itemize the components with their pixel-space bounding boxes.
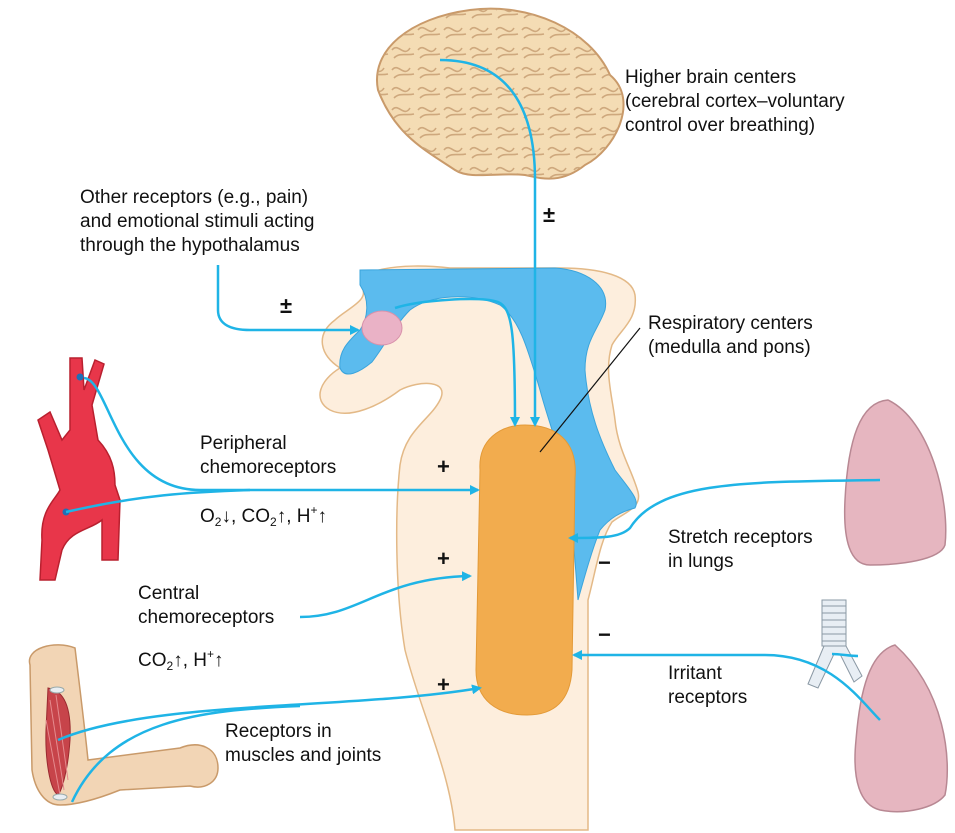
irritant-line-1: Irritant xyxy=(668,662,747,686)
h-ion-superscript: + xyxy=(207,647,214,661)
h-ion-superscript: + xyxy=(311,503,318,517)
central-stimuli-label: CO2↑, H+↑ xyxy=(138,642,223,678)
higher-brain-label: Higher brain centers (cerebral cortex–vo… xyxy=(625,66,845,138)
o2-text: O xyxy=(200,506,215,527)
h-ion-text: , H xyxy=(183,650,207,671)
up-arrow-icon: ↑ xyxy=(277,506,287,527)
h-ion-text: , H xyxy=(286,506,310,527)
peripheral-label: Peripheral chemoreceptors xyxy=(200,432,336,480)
hypothalamus-sign: ± xyxy=(280,295,292,317)
other-receptors-line-1: Other receptors (e.g., pain) xyxy=(80,186,314,210)
respiratory-centers-line-2: (medulla and pons) xyxy=(648,336,813,360)
aorta-illustration xyxy=(38,358,120,580)
lungs-lower-illustration xyxy=(855,645,947,812)
central-line-1: Central xyxy=(138,582,274,606)
other-receptors-line-3: through the hypothalamus xyxy=(80,234,314,258)
trachea-illustration xyxy=(808,600,862,688)
peripheral-line-1: Peripheral xyxy=(200,432,336,456)
stretch-line-2: in lungs xyxy=(668,550,813,574)
central-line-2: chemoreceptors xyxy=(138,606,274,630)
brain-illustration xyxy=(377,9,624,179)
irritant-line-2: receptors xyxy=(668,686,747,710)
stretch-line-1: Stretch receptors xyxy=(668,526,813,550)
up-arrow-icon: ↑ xyxy=(214,650,224,671)
other-receptors-line-2: and emotional stimuli acting xyxy=(80,210,314,234)
irritant-pathway-trachea xyxy=(832,654,858,656)
peripheral-sign: + xyxy=(437,456,450,478)
higher-brain-line-3: control over breathing) xyxy=(625,114,845,138)
muscles-line-1: Receptors in xyxy=(225,720,381,744)
central-label: Central chemoreceptors xyxy=(138,582,274,630)
peripheral-line-2: chemoreceptors xyxy=(200,456,336,480)
central-sign: + xyxy=(437,548,450,570)
co2-subscript: 2 xyxy=(270,515,277,529)
up-arrow-icon: ↑ xyxy=(318,506,328,527)
muscles-joints-label: Receptors in muscles and joints xyxy=(225,720,381,768)
irritant-sign: − xyxy=(598,624,611,646)
peripheral-stimuli-label: O2↓, CO2↑, H+↑ xyxy=(200,498,327,534)
co2-text: CO xyxy=(138,650,167,671)
muscles-sign: + xyxy=(437,674,450,696)
lungs-upper-illustration xyxy=(845,400,946,565)
higher-brain-line-2: (cerebral cortex–voluntary xyxy=(625,90,845,114)
irritant-receptors-label: Irritant receptors xyxy=(668,662,747,710)
up-arrow-icon: ↑ xyxy=(173,650,183,671)
higher-brain-line-1: Higher brain centers xyxy=(625,66,845,90)
stretch-sign: − xyxy=(598,552,611,574)
other-receptors-label: Other receptors (e.g., pain) and emotion… xyxy=(80,186,314,258)
co2-text: , CO xyxy=(231,506,270,527)
respiratory-centers-line-1: Respiratory centers xyxy=(648,312,813,336)
stretch-receptors-label: Stretch receptors in lungs xyxy=(668,526,813,574)
down-arrow-icon: ↓ xyxy=(221,506,231,527)
brain-sign: ± xyxy=(543,204,555,226)
respiratory-centers-label: Respiratory centers (medulla and pons) xyxy=(648,312,813,360)
muscles-line-2: muscles and joints xyxy=(225,744,381,768)
